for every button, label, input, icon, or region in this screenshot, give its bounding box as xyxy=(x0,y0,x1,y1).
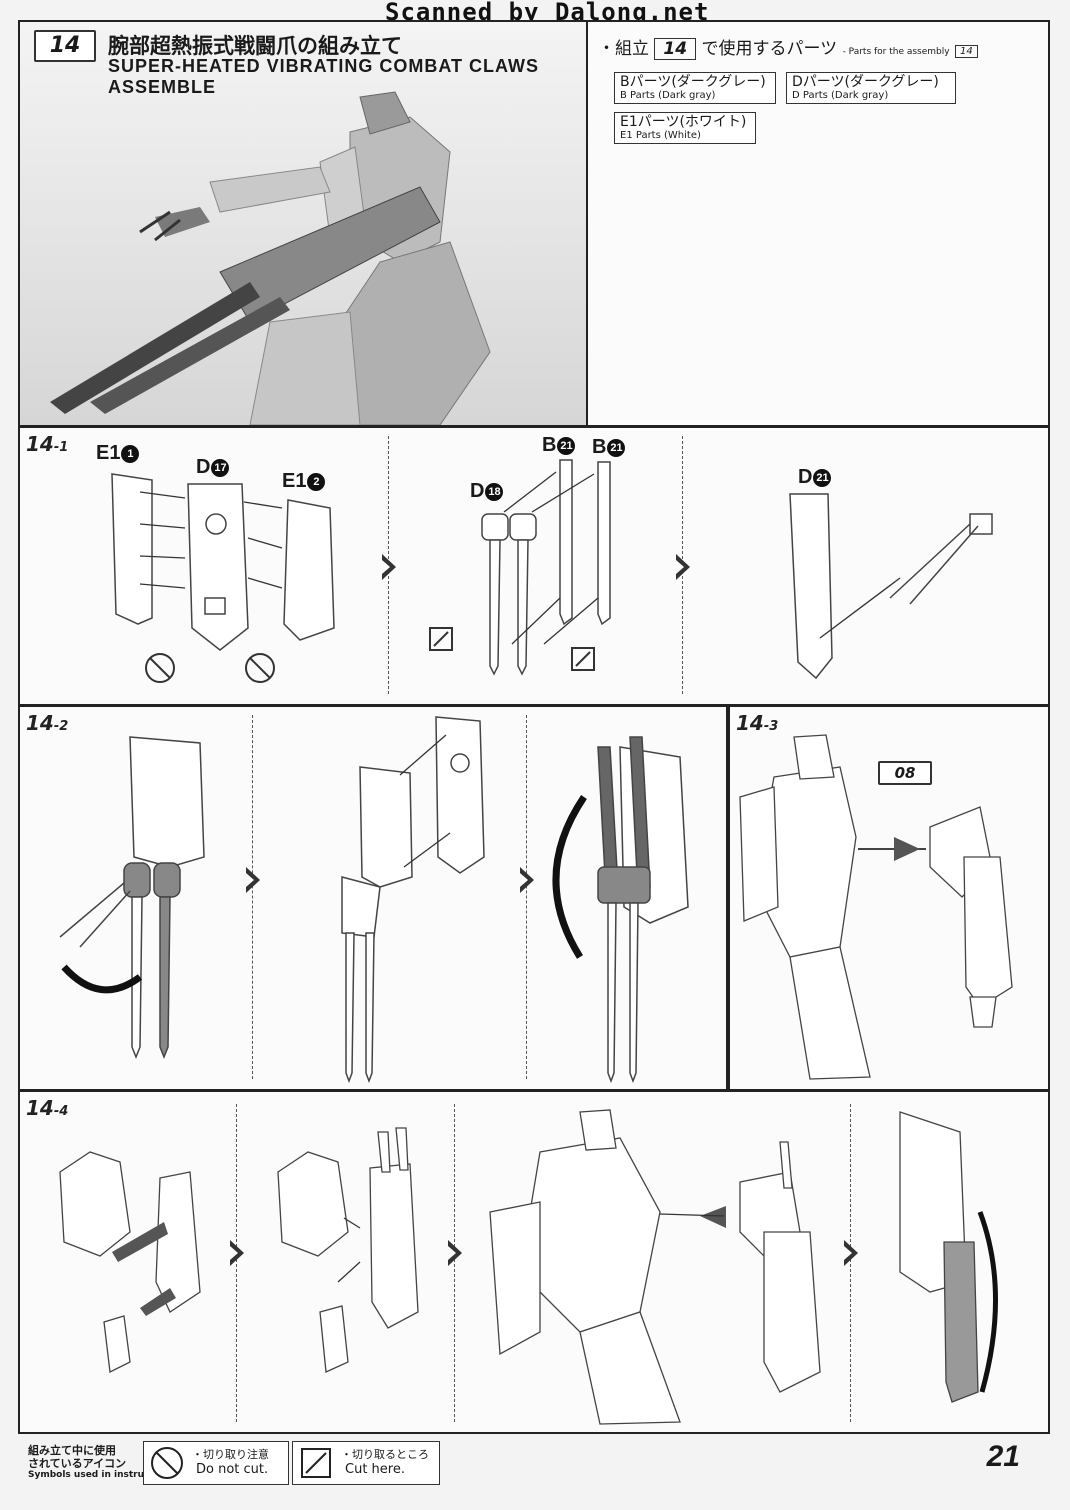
step-14-3-panel: 14-3 08 xyxy=(728,705,1050,1091)
parts-box-b: Bパーツ(ダークグレー) B Parts (Dark gray) xyxy=(614,72,776,105)
step-14-2-panel: 14-2 xyxy=(18,705,728,1091)
step-14-2-badge: 14-2 xyxy=(26,711,69,735)
legend-do-not-cut: ・切り取り注意 Do not cut. xyxy=(143,1441,289,1485)
do-not-cut-icon xyxy=(151,1447,183,1479)
parts-box-d: Dパーツ(ダークグレー) D Parts (Dark gray) xyxy=(786,72,956,105)
next-step-arrow-icon xyxy=(246,867,260,893)
next-step-arrow-icon xyxy=(520,867,534,893)
next-step-arrow-icon xyxy=(448,1240,462,1266)
footer-legend: 組み立て中に使用 されているアイコン Symbols used in instr… xyxy=(0,1434,1070,1510)
parts-heading: ・組立 14 で使用するパーツ - Parts for the assembly… xyxy=(598,34,978,60)
cut-here-icon xyxy=(301,1448,331,1478)
step-number-badge: 14 xyxy=(34,30,96,62)
step-14-4-badge: 14-4 xyxy=(26,1096,69,1120)
header-photo-panel: 14 腕部超熱振式戦闘爪の組み立て SUPER-HEATED VIBRATING… xyxy=(18,20,588,427)
title-english: SUPER-HEATED VIBRATING COMBAT CLAWS ASSE… xyxy=(108,56,539,97)
parts-heading-step: 14 xyxy=(654,38,697,60)
next-step-arrow-icon xyxy=(382,554,396,580)
parts-box-e1: E1パーツ(ホワイト) E1 Parts (White) xyxy=(614,112,756,145)
symbols-caption: 組み立て中に使用 されているアイコン Symbols used in instr… xyxy=(28,1444,175,1481)
next-step-arrow-icon xyxy=(844,1240,858,1266)
next-step-arrow-icon xyxy=(676,554,690,580)
step-14-4-panel: 14-4 xyxy=(18,1090,1050,1434)
legend-cut-here: ・切り取るところ Cut here. xyxy=(292,1441,440,1485)
do-not-cut-icon xyxy=(145,653,275,683)
step-14-4-diagram xyxy=(59,1109,998,1425)
step-divider xyxy=(252,715,253,1079)
next-step-arrow-icon xyxy=(230,1240,244,1266)
title-japanese: 腕部超熱振式戦闘爪の組み立て xyxy=(108,33,402,58)
step-14-2-diagram xyxy=(59,716,689,1084)
step-14-3-diagram xyxy=(739,734,1013,1080)
robot-photo-illustration xyxy=(20,22,586,425)
parts-list-panel: ・組立 14 で使用するパーツ - Parts for the assembly… xyxy=(586,20,1050,427)
page-number: 21 xyxy=(986,1440,1020,1473)
reference-step-badge: 08 xyxy=(878,761,932,785)
step-divider xyxy=(526,715,527,1079)
cut-here-icon xyxy=(429,627,595,671)
step-14-1-diagram xyxy=(111,459,993,683)
step-14-1-badge: 14-1 xyxy=(26,432,69,456)
step-14-3-badge: 14-3 xyxy=(736,711,779,735)
